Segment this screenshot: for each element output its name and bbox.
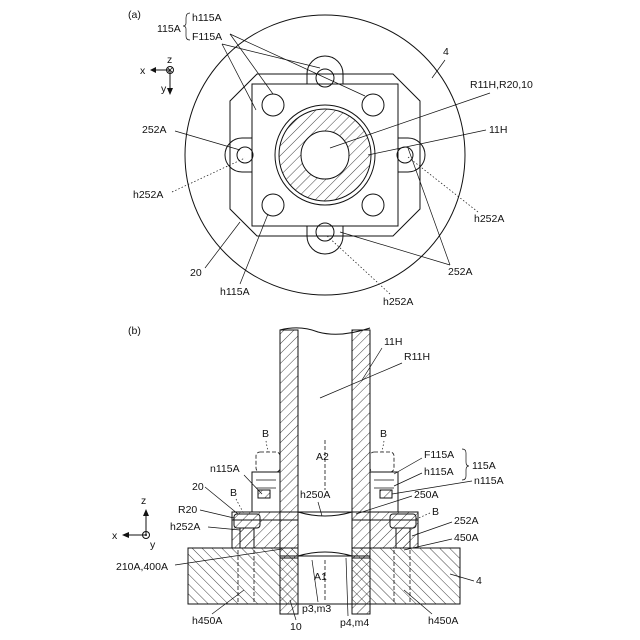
label-b-right-mid: B bbox=[432, 506, 439, 518]
label-252a-b: 252A bbox=[454, 515, 479, 527]
shaft-wall-left bbox=[280, 330, 298, 558]
label-n115a-left: n115A bbox=[210, 463, 240, 475]
leader-20-a bbox=[205, 222, 240, 268]
label-b-right-top: B bbox=[380, 428, 387, 440]
axis-z-label: z bbox=[167, 54, 172, 66]
label-h115a-bottom: h115A bbox=[220, 286, 250, 298]
label-210a-400a: 210A,400A bbox=[116, 561, 168, 573]
leader-h252a-left bbox=[172, 158, 245, 192]
panel-b: (b) bbox=[112, 325, 504, 633]
slot-left bbox=[225, 138, 253, 172]
label-r11h-r20-10: R11H,R20,10 bbox=[470, 79, 533, 91]
label-h252a-right: h252A bbox=[474, 213, 504, 225]
leader-f115a-2 bbox=[222, 44, 320, 68]
bolt-hole-tl bbox=[262, 94, 284, 116]
leader-11h-a bbox=[368, 130, 486, 155]
bolt-left-upper bbox=[252, 452, 280, 512]
leader-252a-right-1 bbox=[408, 148, 450, 265]
shaft-wall-right bbox=[352, 330, 370, 558]
group-brace-b bbox=[462, 449, 469, 480]
leader-h252a-right bbox=[408, 157, 478, 212]
axis-y-label-b: y bbox=[150, 539, 156, 551]
shaft-bore bbox=[301, 131, 349, 179]
leader-f115a-b bbox=[394, 458, 422, 474]
tube-10-right bbox=[352, 556, 370, 614]
leader-b-right-top bbox=[382, 441, 384, 452]
ref-10: 10 bbox=[290, 621, 302, 633]
group-item-f115a: F115A bbox=[192, 31, 222, 43]
group-brace bbox=[183, 13, 190, 40]
label-h250a: h250A bbox=[300, 489, 330, 501]
axis-x-label-b: x bbox=[112, 530, 118, 542]
label-a1: A1 bbox=[314, 571, 327, 583]
label-h450a-left: h450A bbox=[192, 615, 222, 627]
ref-4-b: 4 bbox=[476, 575, 482, 587]
axis-indicator-a: x y z bbox=[140, 54, 174, 95]
group-item-h115a: h115A bbox=[192, 12, 222, 24]
label-h252a-left: h252A bbox=[133, 189, 163, 201]
label-11h-b: 11H bbox=[384, 336, 402, 348]
label-p3-m3: p3,m3 bbox=[302, 603, 331, 615]
ref-4-a: 4 bbox=[443, 46, 449, 58]
label-252a-right: 252A bbox=[448, 266, 473, 278]
panel-b-label: (b) bbox=[128, 325, 141, 337]
label-11h-a: 11H bbox=[489, 124, 507, 136]
ref-20-a: 20 bbox=[190, 267, 202, 279]
label-b-left-mid: B bbox=[230, 487, 237, 499]
group-115a-label: 115A bbox=[157, 23, 181, 35]
label-h252a-b: h252A bbox=[170, 521, 200, 533]
leader-r20 bbox=[200, 510, 234, 518]
label-h115a-b: h115A bbox=[424, 466, 454, 478]
leader-4-a bbox=[432, 60, 445, 78]
leader-n115a-left bbox=[244, 475, 262, 494]
label-250a: 250A bbox=[414, 489, 439, 501]
bolt-hole-br bbox=[362, 194, 384, 216]
leader-b-left-top bbox=[266, 441, 268, 452]
leader-h115a-bottom bbox=[240, 214, 268, 284]
ref-20-b: 20 bbox=[192, 481, 204, 493]
label-b-left-top: B bbox=[262, 428, 269, 440]
leader-252a-right-2 bbox=[340, 232, 450, 265]
slot-right bbox=[397, 138, 425, 172]
label-450a: 450A bbox=[454, 532, 479, 544]
label-p4-m4: p4,m4 bbox=[340, 617, 369, 629]
leader-f115a bbox=[222, 44, 256, 110]
label-r11h-b: R11H bbox=[404, 351, 430, 363]
label-h450a-right: h450A bbox=[428, 615, 458, 627]
axis-y-label: y bbox=[161, 83, 167, 95]
bolt-hole-tr bbox=[362, 94, 384, 116]
flange-right bbox=[370, 512, 418, 548]
label-n115a-right: n115A bbox=[474, 475, 504, 487]
bolt-right-upper bbox=[370, 452, 398, 512]
axis-indicator-b: z x y bbox=[112, 495, 156, 551]
leader-p4 bbox=[346, 558, 348, 616]
axis-z-label-b: z bbox=[141, 495, 146, 507]
bolt-hole-bl bbox=[262, 194, 284, 216]
recess-h250a bbox=[298, 512, 352, 556]
label-f115a: F115A bbox=[424, 449, 454, 461]
label-252a-left: 252A bbox=[142, 124, 167, 136]
leader-h115a-2 bbox=[230, 34, 365, 96]
tube-10-left bbox=[280, 556, 298, 614]
label-a2: A2 bbox=[316, 451, 329, 463]
label-r20: R20 bbox=[178, 504, 197, 516]
slot-bottom bbox=[307, 223, 343, 254]
panel-a-label: (a) bbox=[128, 9, 141, 21]
axis-x-label: x bbox=[140, 65, 146, 77]
label-h252a-bottom: h252A bbox=[383, 296, 413, 308]
panel-a: (a) 115A h115A F115A x y z bbox=[128, 9, 533, 308]
label-115a-b: 115A bbox=[472, 460, 496, 472]
